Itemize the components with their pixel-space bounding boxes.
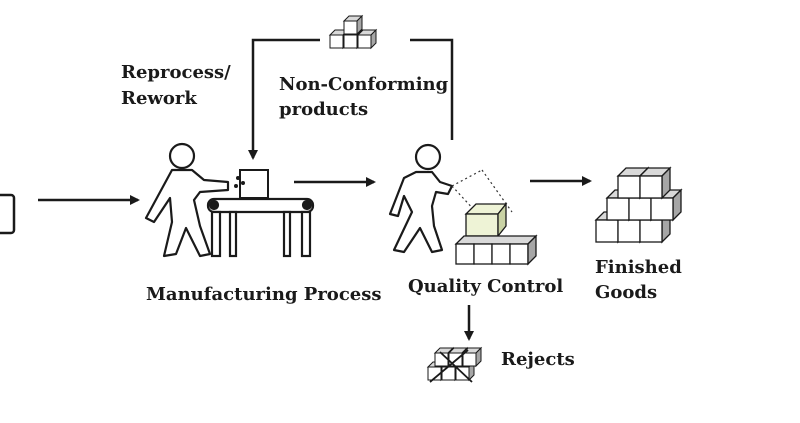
quality-control-label: Quality Control <box>408 276 563 297</box>
worker-icon <box>144 142 230 258</box>
reprocess-label-line2: Rework <box>121 88 197 109</box>
nonconforming-label-line2: products <box>279 99 368 120</box>
rework-feedback-loop <box>410 38 454 140</box>
conveyor-table-icon <box>206 197 315 258</box>
finished-goods-label-line1: Finished <box>595 257 682 278</box>
finished-goods-stack-icon <box>595 167 682 243</box>
inspection-lines <box>451 169 513 213</box>
manufacturing-label: Manufacturing Process <box>146 284 382 305</box>
finished-goods-label-line2: Goods <box>595 282 657 303</box>
inspector-icon <box>388 143 454 254</box>
nonconforming-label-line1: Non-Conforming <box>279 74 449 95</box>
input-box-icon <box>0 193 16 235</box>
package-icon <box>234 169 269 199</box>
rejects-label: Rejects <box>501 349 575 370</box>
inspection-box-stack-icon <box>454 202 538 266</box>
reprocess-label-line1: Reprocess/ <box>121 62 231 83</box>
rework-feedback-arrow <box>248 38 320 160</box>
non-conforming-boxes-icon <box>329 15 377 49</box>
reject-boxes-icon <box>427 347 482 383</box>
